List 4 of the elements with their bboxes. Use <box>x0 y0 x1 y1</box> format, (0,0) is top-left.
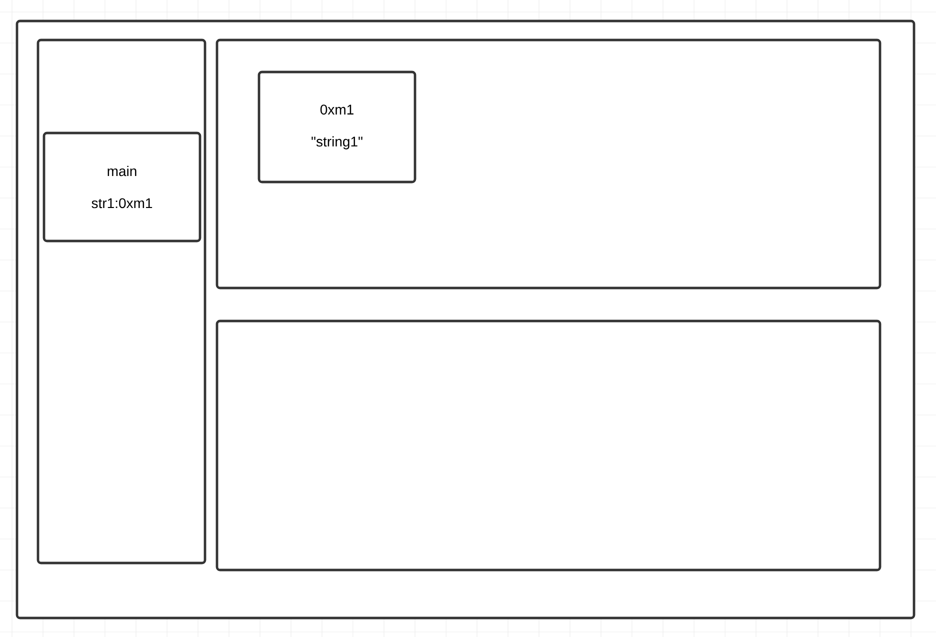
frame-box <box>216 320 882 572</box>
frame-box <box>216 38 882 290</box>
memory-box: 0xm1 "string1" <box>258 70 416 184</box>
memory-box: main str1:0xm1 <box>42 132 202 242</box>
